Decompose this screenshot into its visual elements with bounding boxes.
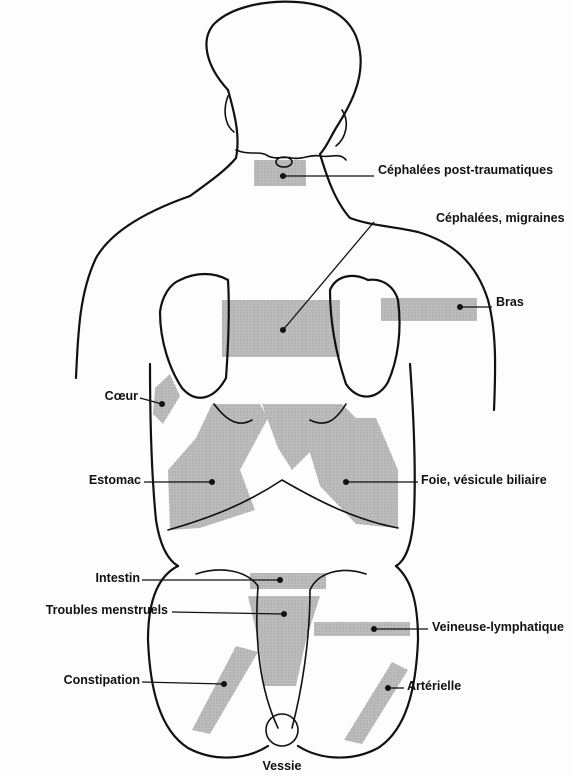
- dot-coeur: [159, 401, 165, 407]
- zone-stomach: [168, 404, 268, 530]
- label-foie-vesicule: Foie, vésicule biliaire: [421, 473, 547, 487]
- scapula-right: [330, 276, 400, 397]
- dot-foie: [343, 479, 349, 485]
- label-vessie: Vessie: [263, 759, 302, 773]
- zone-arterial: [344, 662, 408, 744]
- label-veineuse-lymphatique: Veineuse-lymphatique: [432, 620, 564, 634]
- label-cephalees-migraines: Céphalées, migraines: [436, 211, 565, 225]
- label-arterielle: Artérielle: [407, 679, 461, 693]
- shoulder-left-outline: [76, 196, 190, 378]
- label-bras: Bras: [496, 295, 524, 309]
- zone-liver: [306, 418, 398, 528]
- dot-cephalees-post: [280, 173, 286, 179]
- zone-intestine: [250, 573, 326, 589]
- label-troubles-menstruels: Troubles menstruels: [46, 603, 168, 617]
- leader-constipation: [142, 682, 224, 684]
- zone-neck: [254, 160, 306, 186]
- dot-veineuse: [371, 626, 377, 632]
- label-cephalees-post-traumatiques: Céphalées post-traumatiques: [378, 163, 553, 177]
- label-constipation: Constipation: [64, 673, 140, 687]
- dot-troubles: [281, 611, 287, 617]
- label-estomac: Estomac: [89, 473, 141, 487]
- zone-arm: [381, 298, 477, 321]
- neck-right-outline: [320, 154, 495, 410]
- neck-left-outline: [190, 90, 238, 196]
- zone-constipation: [192, 646, 258, 734]
- dot-bras: [457, 304, 463, 310]
- ear-left: [225, 96, 234, 132]
- label-coeur: Cœur: [105, 389, 138, 403]
- ear-right: [336, 110, 346, 146]
- dot-arterielle: [385, 685, 391, 691]
- zone-heart: [153, 374, 180, 424]
- label-intestin: Intestin: [96, 571, 140, 585]
- dot-estomac: [209, 479, 215, 485]
- dot-cephalees-migraines: [280, 327, 286, 333]
- torso-right-outline: [396, 364, 415, 566]
- dot-constipation: [221, 681, 227, 687]
- head-outline: [206, 2, 360, 154]
- dot-intestin: [277, 577, 283, 583]
- vessie-circle: [266, 714, 298, 746]
